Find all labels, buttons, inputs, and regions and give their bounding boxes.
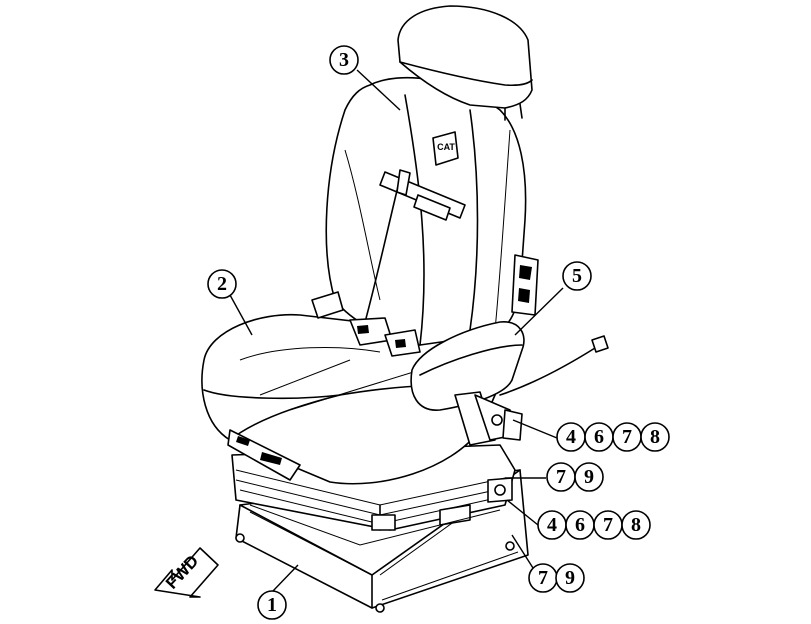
callout-label: 8 bbox=[650, 426, 660, 448]
lap-belt bbox=[311, 291, 421, 357]
callout-label: 7 bbox=[556, 466, 566, 488]
callout-label: 3 bbox=[339, 49, 349, 71]
callout-item-5: 5 bbox=[562, 261, 592, 291]
callout-label: 2 bbox=[217, 273, 227, 295]
forward-direction-arrow: FWD bbox=[154, 547, 219, 598]
callout-label: 5 bbox=[572, 265, 582, 287]
leader-lines bbox=[229, 69, 564, 593]
callout-label: 9 bbox=[584, 466, 594, 488]
seat-backrest: CAT bbox=[325, 76, 539, 346]
brand-logo: CAT bbox=[432, 131, 459, 166]
callout-label: 7 bbox=[622, 426, 632, 448]
callout-group-upper-79: 7 9 bbox=[546, 462, 604, 492]
callout-item-1: 1 bbox=[257, 590, 287, 620]
callout-group-lower-4678: 4 6 7 8 bbox=[537, 510, 651, 540]
callout-label: 4 bbox=[566, 426, 576, 448]
wiring-harness bbox=[499, 335, 609, 396]
seat-suspension bbox=[231, 444, 516, 546]
callout-label: 8 bbox=[631, 514, 641, 536]
callout-label: 6 bbox=[575, 514, 585, 536]
callout-label: 7 bbox=[603, 514, 613, 536]
callout-label: 9 bbox=[565, 567, 575, 589]
callout-group-upper-4678: 4 6 7 8 bbox=[556, 422, 670, 452]
callout-item-3: 3 bbox=[329, 45, 359, 75]
callout-label: 4 bbox=[547, 514, 557, 536]
logo-text: CAT bbox=[437, 142, 455, 152]
callout-label: 1 bbox=[267, 594, 277, 616]
callout-group-lower-79: 7 9 bbox=[528, 563, 585, 593]
callout-label: 6 bbox=[594, 426, 604, 448]
callout-label: 7 bbox=[538, 567, 548, 589]
headrest bbox=[397, 5, 533, 121]
callout-item-2: 2 bbox=[207, 269, 237, 299]
armrest bbox=[410, 321, 525, 446]
